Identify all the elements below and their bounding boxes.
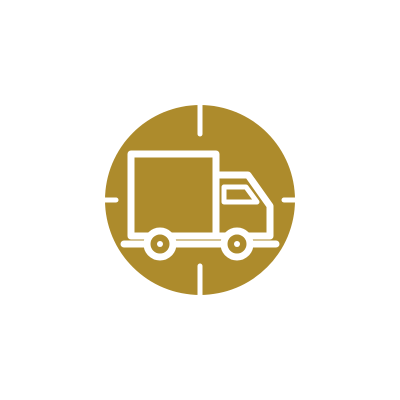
truck-cab [212,171,274,240]
wheel-front-hub [234,241,240,247]
truck-cab-window [221,184,260,205]
wheel-rear-hub [157,241,163,247]
truck-wheels [143,227,254,261]
badge-tick-marks [100,100,300,300]
